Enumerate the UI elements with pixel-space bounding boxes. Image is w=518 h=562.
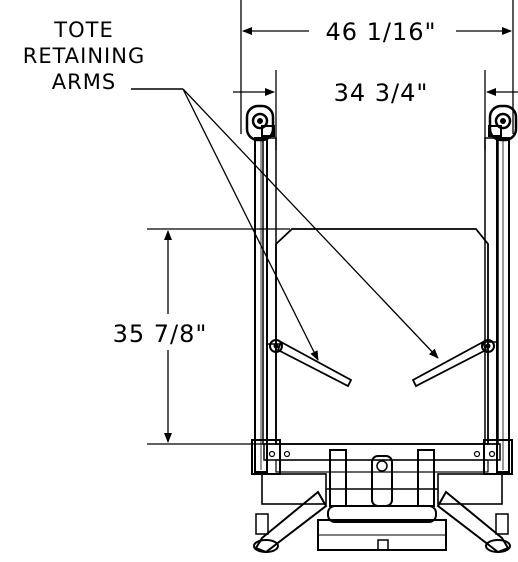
base-assembly (261, 443, 503, 551)
right-outrigger (436, 490, 511, 554)
right-retaining-arm (411, 339, 496, 388)
callout-line-3: ARMS (52, 70, 116, 94)
dimension-overall-width-label: 46 1/16" (325, 18, 436, 46)
machine-frame (245, 104, 518, 554)
tote-outline (275, 228, 489, 445)
left-outrigger (253, 490, 328, 554)
left-top-roller (245, 104, 275, 142)
callout-leader (131, 88, 439, 361)
right-top-roller (488, 104, 518, 142)
dimension-overall-width: 46 1/16" (240, 0, 514, 134)
dimension-inner-width: 34 3/4" (233, 70, 518, 150)
callout-line-1: TOTE (53, 18, 113, 42)
callout-line-2: RETAINING (23, 44, 146, 68)
dimension-inner-width-label: 34 3/4" (334, 79, 429, 107)
left-retaining-arm (268, 339, 353, 388)
dimension-height-label: 35 7/8" (113, 320, 208, 348)
